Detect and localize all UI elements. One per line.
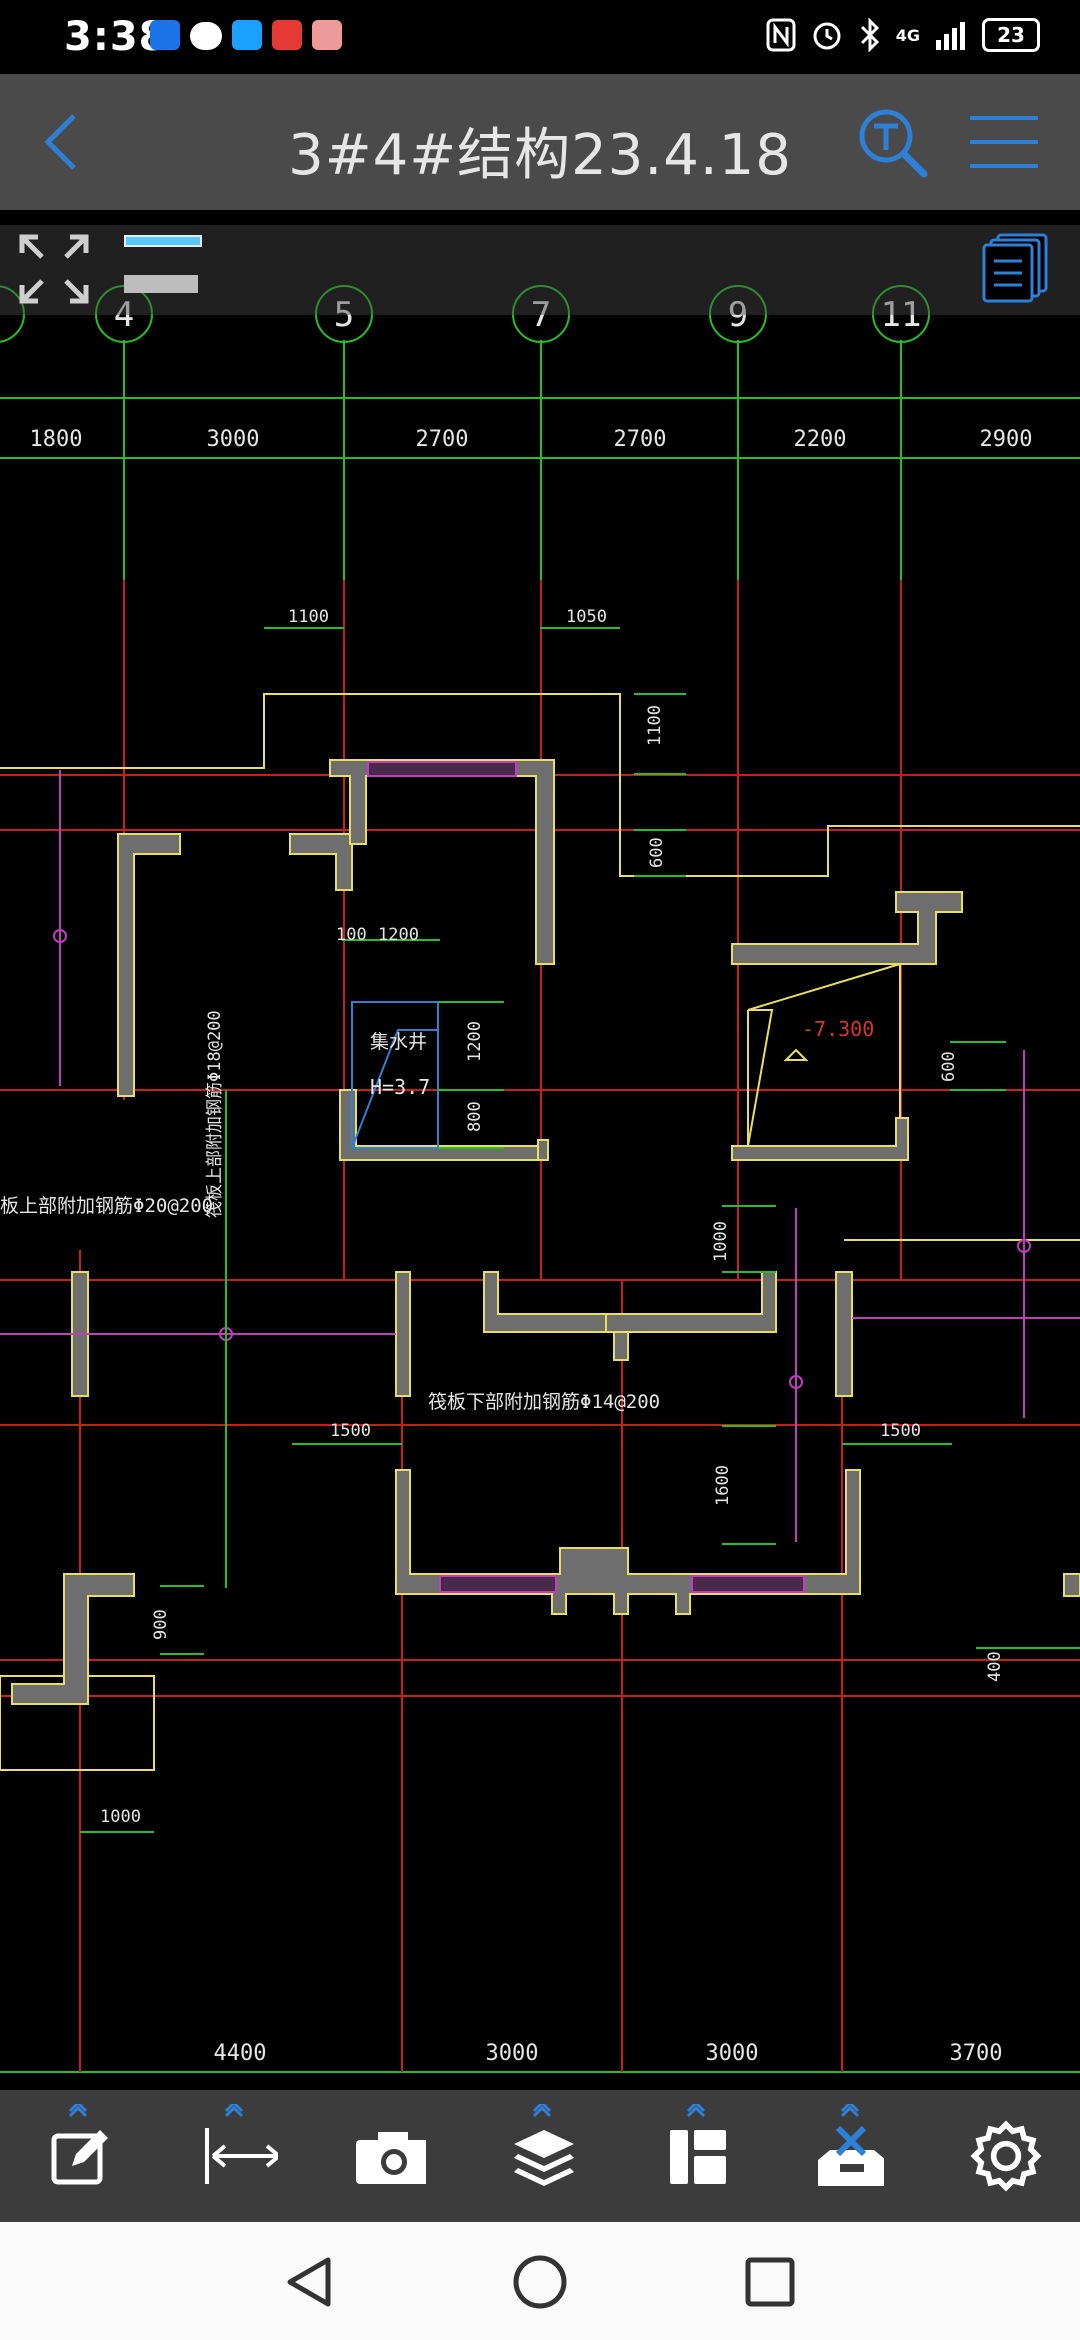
grid-label: 5 bbox=[334, 295, 354, 335]
dim-annotation: 1100 bbox=[288, 607, 329, 627]
rebar-label-vertical: 筏板上部附加钢筋Φ18@200 bbox=[205, 1010, 225, 1218]
rebar-label-bottom: 筏板下部附加钢筋Φ14@200 bbox=[428, 1391, 660, 1413]
bottom-toolbar bbox=[0, 2090, 1080, 2222]
chevron-up-icon bbox=[68, 2104, 88, 2118]
elevation-label: -7.300 bbox=[802, 1017, 874, 1041]
dim-annotation: 100 bbox=[336, 925, 367, 945]
box-app-icon bbox=[312, 20, 342, 50]
dim-annotation: 1500 bbox=[330, 1421, 371, 1441]
color-toggle[interactable] bbox=[124, 275, 198, 293]
panel-icon bbox=[670, 2130, 726, 2184]
dim-annotation: 600 bbox=[647, 837, 667, 868]
dim-annotation: 1000 bbox=[711, 1221, 731, 1262]
edit-icon bbox=[51, 2130, 108, 2185]
settings-button[interactable] bbox=[942, 2090, 1062, 2222]
nav-home-icon[interactable] bbox=[510, 2252, 570, 2312]
dim-annotation: 900 bbox=[151, 1609, 171, 1640]
grid-label: 4 bbox=[114, 295, 134, 335]
layouts-icon[interactable] bbox=[980, 231, 1050, 303]
capture-tool-button[interactable] bbox=[326, 2090, 446, 2222]
grid-label: 7 bbox=[531, 295, 551, 335]
chevron-up-icon bbox=[532, 2104, 552, 2118]
drawing-canvas[interactable]: 4 5 7 9 11 1800 3000 2700 2700 2200 2900… bbox=[0, 210, 1080, 2090]
grid-bubble-9 bbox=[709, 285, 767, 343]
dim-annotation: 400 bbox=[985, 1651, 1005, 1682]
nav-recents-icon[interactable] bbox=[740, 2252, 800, 2312]
app-notification-icon bbox=[150, 20, 180, 50]
sump-height: H=3.7 bbox=[370, 1075, 430, 1099]
nav-back-icon[interactable] bbox=[280, 2252, 340, 2312]
network-type: 4G bbox=[895, 25, 920, 45]
edit-tool-button[interactable] bbox=[18, 2090, 138, 2222]
system-navigation-bar bbox=[0, 2222, 1080, 2340]
signal-icon bbox=[936, 22, 965, 50]
alarm-icon bbox=[813, 22, 841, 50]
dimension-text: 3000 bbox=[706, 2041, 759, 2066]
dimension-text: 1800 bbox=[30, 427, 83, 452]
chevron-up-icon bbox=[840, 2104, 860, 2118]
status-time: 3:38 bbox=[64, 14, 168, 60]
dim-annotation: 1600 bbox=[713, 1465, 733, 1506]
dimension-text: 3000 bbox=[486, 2041, 539, 2066]
dim-annotation: 1200 bbox=[378, 925, 419, 945]
battery-level: 23 bbox=[997, 23, 1025, 47]
dim-annotation: 1500 bbox=[880, 1421, 921, 1441]
measure-tool-button[interactable] bbox=[174, 2090, 294, 2222]
dim-annotation: 1100 bbox=[645, 705, 665, 746]
bluetooth-icon bbox=[860, 18, 879, 52]
hamburger-menu-icon[interactable] bbox=[966, 112, 1042, 172]
rebar-label-top: 板上部附加钢筋Φ20@200 bbox=[0, 1195, 213, 1217]
grid-label: 11 bbox=[881, 295, 922, 335]
chevron-up-icon bbox=[224, 2104, 244, 2118]
measure-icon bbox=[205, 2128, 278, 2184]
fullscreen-icon[interactable] bbox=[16, 231, 92, 307]
status-bar: 3:38 4G 23 bbox=[0, 0, 1080, 74]
system-icons: 4G 23 bbox=[766, 18, 1040, 52]
dim-annotation: 800 bbox=[465, 1101, 485, 1132]
page-title: 3#4#结构23.4.18 bbox=[288, 123, 792, 188]
text-search-icon[interactable] bbox=[854, 104, 930, 180]
dim-annotation: 1050 bbox=[566, 607, 607, 627]
search-app-icon bbox=[232, 20, 262, 50]
camera-icon bbox=[356, 2132, 426, 2184]
grid-bubble-5 bbox=[315, 285, 373, 343]
dimension-text: 2900 bbox=[980, 427, 1033, 452]
red-app-icon bbox=[272, 20, 302, 50]
dimension-text: 3700 bbox=[950, 2041, 1003, 2066]
lineweight-toggle[interactable] bbox=[124, 235, 202, 247]
toolbox-button[interactable] bbox=[790, 2090, 910, 2222]
panel-tool-button[interactable] bbox=[636, 2090, 756, 2222]
title-bar: 3#4#结构23.4.18 bbox=[0, 74, 1080, 210]
cad-drawing[interactable]: 4 5 7 9 11 1800 3000 2700 2700 2200 2900… bbox=[0, 210, 1080, 2090]
layers-tool-button[interactable] bbox=[482, 2090, 602, 2222]
notification-icons bbox=[150, 20, 342, 50]
dim-annotation: 600 bbox=[939, 1051, 959, 1082]
layers-icon bbox=[514, 2130, 574, 2186]
dimension-text: 2700 bbox=[614, 427, 667, 452]
grid-label: 9 bbox=[728, 295, 748, 335]
dim-annotation: 1000 bbox=[100, 1807, 141, 1827]
nfc-icon bbox=[766, 18, 796, 52]
toolbox-icon bbox=[818, 2125, 884, 2186]
chevron-up-icon bbox=[686, 2104, 706, 2118]
chat-bubble-icon bbox=[190, 22, 222, 50]
sump-label: 集水井 bbox=[370, 1031, 427, 1053]
dim-annotation: 1200 bbox=[465, 1021, 485, 1062]
dimension-text: 4400 bbox=[214, 2041, 267, 2066]
dimension-text: 2200 bbox=[794, 427, 847, 452]
drawing-toolstrip bbox=[0, 225, 1080, 315]
settings-gear-icon bbox=[970, 2120, 1042, 2192]
battery-icon: 23 bbox=[982, 18, 1040, 52]
back-arrow-icon[interactable] bbox=[34, 110, 94, 174]
grid-bubble-11 bbox=[872, 285, 930, 343]
dimension-text: 2700 bbox=[416, 427, 469, 452]
grid-bubble-7 bbox=[512, 285, 570, 343]
dimension-text: 3000 bbox=[207, 427, 260, 452]
